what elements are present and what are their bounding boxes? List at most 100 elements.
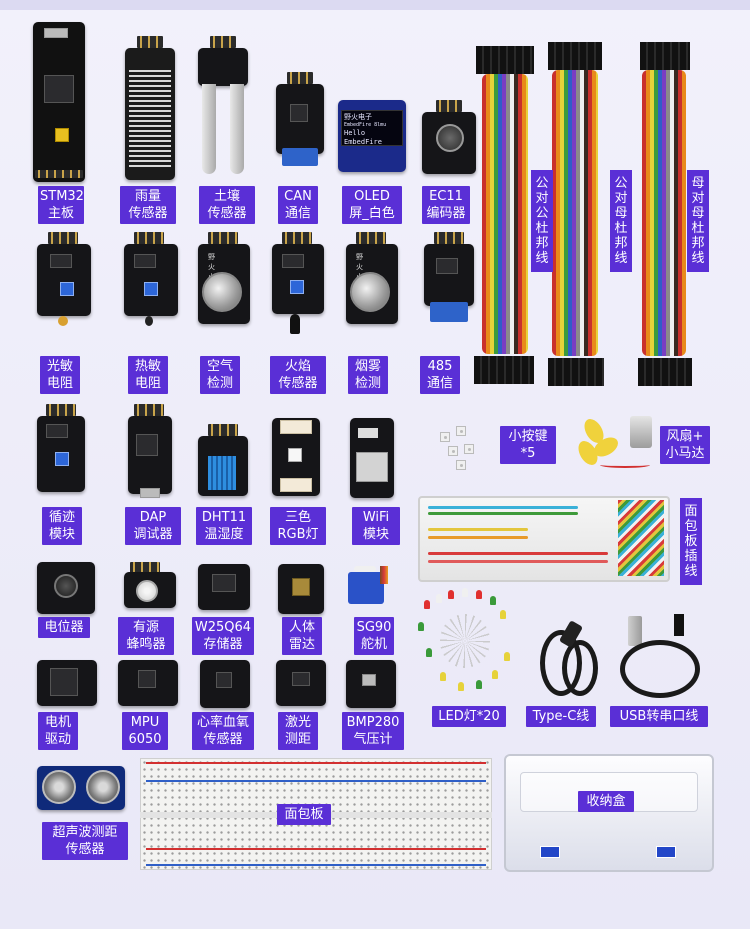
- label-ff-wire-text: 母对母杜邦线: [691, 176, 705, 266]
- label-light: 光敏 电阻: [40, 356, 80, 394]
- soil-pins: [210, 36, 236, 48]
- label-stm32: STM32 主板: [38, 186, 84, 224]
- label-breadboard: 面包板: [277, 804, 331, 825]
- ec11-knob: [436, 124, 464, 152]
- ff-wire-bundle: [642, 70, 686, 356]
- small-key-2: [456, 426, 466, 436]
- dap-pins: [134, 404, 164, 416]
- flame-ir-diode: [290, 314, 300, 334]
- label-typec: Type-C线: [526, 706, 596, 727]
- radar-chip: [292, 578, 310, 596]
- motor-wires: [600, 462, 650, 468]
- label-can: CAN 通信: [278, 186, 318, 224]
- dap-usb: [140, 488, 160, 498]
- small-key-3: [448, 446, 458, 456]
- label-bb-jumper-text: 面包板插线: [684, 504, 698, 579]
- soil-pcb-top: [198, 48, 248, 86]
- usb-c-port: [44, 28, 68, 38]
- label-tracking: 循迹 模块: [42, 507, 82, 545]
- flame-pot: [290, 280, 304, 294]
- thermistor-bead: [145, 316, 153, 326]
- heart-chip: [216, 672, 232, 688]
- laser-chip: [292, 672, 310, 686]
- label-led: LED灯*20: [432, 706, 506, 727]
- led-yellow-2: [440, 672, 446, 681]
- usb-serial-coil: [620, 640, 700, 698]
- yellow-jumper: [55, 128, 69, 142]
- top-strip: [0, 0, 750, 10]
- bb-rail-blue-bottom: [146, 864, 486, 866]
- label-motor-driver: 电机 驱动: [38, 712, 78, 750]
- label-smoke: 烟雾 检测: [348, 356, 388, 394]
- rs485-pcb: [424, 244, 474, 306]
- soil-prong-right: [230, 84, 244, 174]
- photoresistor: [58, 316, 68, 326]
- jumper-row-cyan: [428, 506, 578, 509]
- label-w25q64: W25Q64 存储器: [192, 617, 254, 655]
- led-yellow-5: [504, 652, 510, 661]
- storage-latch-right: [656, 846, 676, 858]
- led-red-3: [476, 590, 482, 599]
- can-terminal: [282, 148, 318, 166]
- label-usb-serial: USB转串口线: [610, 706, 708, 727]
- sg90-wire: [380, 566, 388, 584]
- small-key-4: [464, 444, 474, 454]
- jumper-row-orange: [428, 536, 528, 539]
- label-thermistor: 热敏 电阻: [128, 356, 168, 394]
- label-mf-wire: 公对母杜邦线: [610, 170, 632, 272]
- ff-bottom-connectors: [638, 358, 692, 386]
- therm-chip: [134, 254, 156, 268]
- mm-bottom-connectors: [474, 356, 534, 384]
- track-pot: [55, 452, 69, 466]
- led-green-3: [426, 648, 432, 657]
- wifi-shield-can: [356, 452, 388, 482]
- label-ultrasonic: 超声波测距 传感器: [42, 822, 128, 860]
- label-flame: 火焰 传感器: [270, 356, 326, 394]
- led-white-2: [462, 588, 468, 597]
- label-mpu6050: MPU 6050: [122, 712, 168, 750]
- track-chip: [46, 424, 68, 438]
- smoke-sensor-can: [350, 272, 390, 312]
- small-key-1: [440, 432, 450, 442]
- label-bb-jumper: 面包板插线: [680, 498, 702, 585]
- light-chip: [50, 254, 72, 268]
- dap-chip: [136, 434, 158, 456]
- led-red-1: [424, 600, 430, 609]
- label-buzzer: 有源 蜂鸣器: [118, 617, 174, 655]
- small-key-5: [456, 460, 466, 470]
- label-small-keys: 小按键 *5: [500, 426, 556, 464]
- can-chip: [290, 104, 308, 122]
- ff-top-connectors: [640, 42, 690, 70]
- jumper-row-green: [428, 512, 578, 515]
- ultrasonic-eye-right: [86, 770, 120, 804]
- label-mm-wire: 公对公杜邦线: [531, 170, 553, 272]
- label-bmp280: BMP280 气压计: [342, 712, 404, 750]
- sg90-body: [348, 572, 384, 604]
- led-yellow-1: [500, 610, 506, 619]
- therm-pins: [134, 232, 164, 244]
- led-green-1: [490, 596, 496, 605]
- can-pins: [287, 72, 313, 84]
- flame-chip: [282, 254, 304, 268]
- led-green-2: [418, 622, 424, 631]
- bb-rail-red-top: [146, 762, 486, 764]
- label-fan: 风扇+ 小马达: [660, 426, 710, 464]
- rgb-connector-top: [280, 420, 312, 434]
- label-dht11: DHT11 温湿度: [196, 507, 252, 545]
- rgb-connector-bottom: [280, 478, 312, 492]
- potentiometer-knob: [54, 574, 78, 598]
- label-mf-wire-text: 公对母杜邦线: [614, 176, 628, 266]
- dht11-sensor: [208, 456, 236, 490]
- label-laser: 激光 测距: [278, 712, 318, 750]
- ultrasonic-eye-left: [42, 770, 76, 804]
- air-sensor-can: [202, 272, 242, 312]
- buzzer-body: [136, 580, 158, 602]
- typec-coil-right: [562, 640, 598, 696]
- label-rs485: 485 通信: [420, 356, 460, 394]
- flame-pins: [282, 232, 312, 244]
- usb-serial-header: [674, 614, 684, 636]
- smoke-pins: [356, 232, 386, 244]
- ec11-pins: [436, 100, 462, 112]
- rain-traces: [129, 70, 171, 170]
